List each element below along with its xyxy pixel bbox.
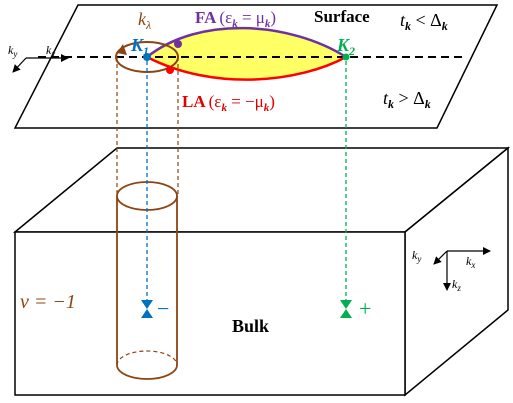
condition-top-label: tk < Δk bbox=[400, 10, 448, 33]
la-label: LA(εk = −μk) bbox=[182, 92, 275, 114]
weyl-node-minus-label: − bbox=[157, 296, 169, 321]
k1-point bbox=[143, 53, 151, 61]
weyl-node-plus-label: + bbox=[359, 296, 371, 321]
surface-axis-ky-label: ky bbox=[8, 43, 17, 59]
bulk-axis-kz-label: kz bbox=[452, 277, 461, 293]
surface-axis-ky bbox=[12, 57, 27, 73]
surface-label: Surface bbox=[314, 7, 370, 26]
condition-bottom-label: tk > Δk bbox=[383, 88, 431, 111]
klambda-label: kλ bbox=[138, 9, 151, 32]
fa-label: FA(εk = μk) bbox=[195, 8, 276, 30]
bulk-front-face bbox=[14, 231, 406, 396]
cylinder-bottom-back bbox=[116, 350, 178, 366]
surface-axis-kx-label: kx bbox=[46, 43, 55, 59]
weyl-node-minus-marker bbox=[141, 300, 153, 318]
fermi-arc-upper bbox=[146, 26, 347, 59]
bulk-axis-ky-label: ky bbox=[412, 248, 421, 264]
k2-label: K2 bbox=[336, 35, 355, 58]
la-intersection-point bbox=[166, 66, 174, 74]
arc-lens-fill bbox=[147, 28, 346, 80]
bulk-label: Bulk bbox=[232, 316, 269, 336]
k1-label: K1 bbox=[130, 35, 149, 58]
cylinder-bottom-front bbox=[116, 364, 178, 380]
bulk-axis-kx-label: kx bbox=[466, 254, 475, 270]
k2-point bbox=[342, 53, 350, 61]
weyl-node-plus-marker bbox=[340, 300, 352, 318]
winding-number-label: ν = −1 bbox=[20, 291, 76, 313]
klambda-loop-arrowhead bbox=[117, 44, 127, 55]
bulk-axis-ky bbox=[433, 250, 448, 265]
fa-intersection-point bbox=[174, 40, 182, 48]
